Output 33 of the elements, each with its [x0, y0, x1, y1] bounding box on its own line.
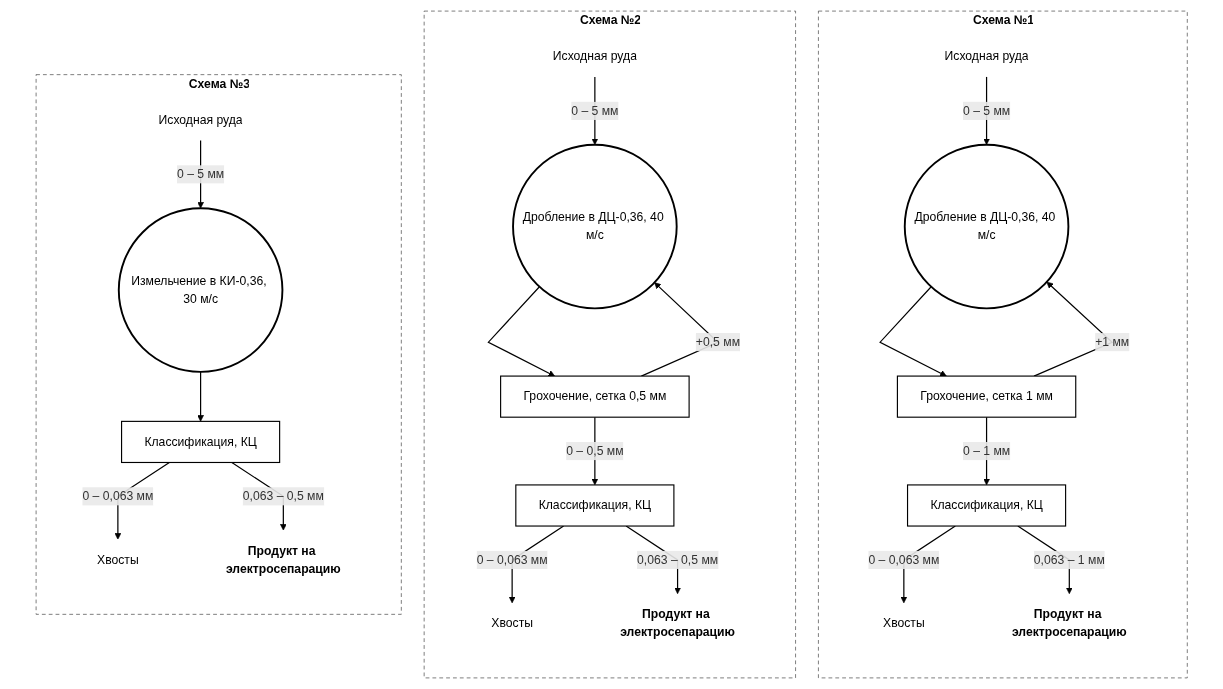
node-text: Хвосты — [96, 553, 139, 566]
node-circle: Измельчение в КИ-0,36, 30 м/с — [117, 207, 284, 373]
node-text: Хвосты — [491, 616, 533, 630]
edge-label: 0,063 – 0,5 мм — [242, 489, 324, 503]
node-text: Продукт на электросепарацию — [225, 543, 341, 576]
edge-label: 0,063 – 1 мм — [1033, 553, 1105, 566]
node-text: Исходная руда — [158, 113, 243, 127]
node-text: Хвосты — [882, 616, 925, 630]
node-text: Продукт на электросепарацию — [619, 607, 735, 639]
node-box: Классификация, КЦ — [515, 484, 675, 527]
node-text: Продукт на электросепарацию — [1011, 607, 1127, 639]
node-box: Грохочение, сетка 0,5 мм — [499, 375, 690, 418]
edge-label: 0 – 0,063 мм — [868, 553, 940, 566]
node-box: Классификация, КЦ — [120, 420, 280, 464]
edge-label: 0 – 5 мм — [176, 167, 225, 181]
node-text: Исходная руда — [552, 49, 637, 63]
node-box: Грохочение, сетка 1 мм — [896, 375, 1077, 418]
arrow — [878, 286, 947, 377]
edge-label: 0 – 0,063 мм — [82, 489, 154, 503]
arrow — [197, 371, 204, 422]
edge-label: 0 – 5 мм — [571, 103, 619, 117]
edge-label: 0,063 – 0,5 мм — [636, 553, 718, 566]
node-text: Исходная руда — [944, 49, 1029, 63]
edge-label: +1 мм — [1094, 335, 1129, 349]
node-circle: Дробление в ДЦ-0,36, 40 м/с — [903, 143, 1070, 310]
edge-label: 0 – 0,063 мм — [476, 553, 548, 566]
edge-label: 0 – 0,5 мм — [565, 444, 624, 458]
edge-label: 0 – 1 мм — [962, 444, 1010, 458]
arrow — [487, 286, 555, 377]
node-circle: Дробление в ДЦ-0,36, 40 м/с — [511, 143, 678, 310]
node-box: Классификация, КЦ — [906, 484, 1066, 527]
edge-label: 0 – 5 мм — [962, 103, 1010, 117]
edge-label: +0,5 мм — [695, 335, 740, 349]
